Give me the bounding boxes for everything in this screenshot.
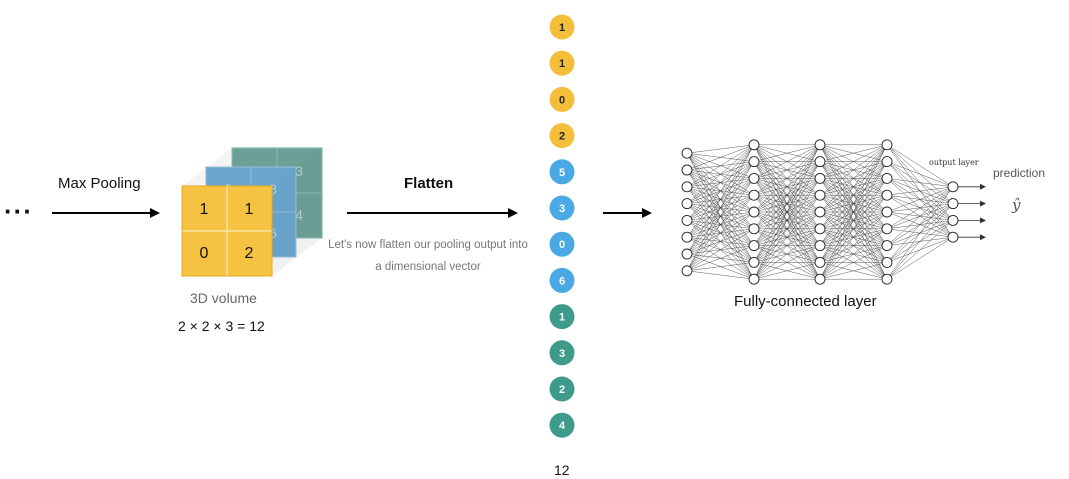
- vector-node: [549, 50, 575, 76]
- fully-connected-network: [681, 139, 986, 285]
- neuron: [681, 198, 693, 210]
- volume-formula: 2 × 2 × 3 = 12: [178, 318, 265, 334]
- neuron: [814, 189, 826, 201]
- front-cell-4: 2: [245, 245, 254, 262]
- vector-node: [549, 123, 575, 149]
- flattened-vector: 1 1 0 2 5 3 0 6 1 3 2 4: [549, 14, 575, 438]
- vector-node: [549, 304, 575, 330]
- vector-value: 5: [559, 167, 565, 179]
- ellipsis: ···: [4, 196, 33, 226]
- vector-node: [549, 340, 575, 366]
- volume-label: 3D volume: [190, 290, 257, 306]
- middle-cell-3: 6: [269, 225, 277, 241]
- vector-value: 0: [559, 239, 565, 251]
- vector-node: [549, 14, 575, 40]
- output-neuron: [947, 181, 959, 193]
- prediction-label: prediction: [993, 166, 1046, 180]
- neuron: [881, 273, 893, 285]
- neuron: [881, 189, 893, 201]
- output-layer-label: output layer: [929, 158, 979, 167]
- neuron: [748, 256, 760, 268]
- vector-value: 4: [559, 420, 566, 432]
- neuron: [748, 172, 760, 184]
- vector-node: [549, 159, 575, 185]
- neuron: [814, 240, 826, 252]
- fully-connected-label: Fully-connected layer: [734, 293, 877, 310]
- vector-value: 1: [559, 22, 565, 34]
- neuron: [881, 206, 893, 218]
- vector-node: [549, 195, 575, 221]
- back-cell-2: 3: [295, 163, 303, 179]
- neuron: [681, 147, 693, 159]
- neuron: [881, 139, 893, 151]
- neuron: [748, 189, 760, 201]
- neuron: [814, 172, 826, 184]
- neuron: [681, 265, 693, 277]
- neuron: [748, 156, 760, 168]
- max-pooling-label: Max Pooling: [58, 175, 141, 192]
- neuron: [748, 139, 760, 151]
- back-cell-3: 4: [295, 207, 303, 223]
- neuron: [681, 181, 693, 193]
- neuron: [748, 223, 760, 235]
- network-connections: [686, 144, 954, 280]
- neuron: [881, 156, 893, 168]
- vector-node: [549, 267, 575, 293]
- vector-value: 0: [559, 94, 565, 106]
- neuron: [748, 240, 760, 252]
- neuron: [681, 214, 693, 226]
- vector-value: 2: [559, 131, 565, 143]
- neuron: [681, 164, 693, 176]
- neuron: [814, 156, 826, 168]
- flatten-description: Let's now flatten our pooling output int…: [328, 239, 528, 273]
- flatten-label: Flatten: [404, 175, 454, 192]
- neuron: [814, 256, 826, 268]
- front-cell-1: 1: [200, 201, 209, 218]
- vector-value: 3: [559, 203, 565, 215]
- neuron: [748, 273, 760, 285]
- vector-node: [549, 376, 575, 402]
- vector-node: [549, 231, 575, 257]
- neuron: [814, 223, 826, 235]
- middle-cell-2: 8: [269, 181, 277, 197]
- vector-value: 3: [559, 348, 565, 360]
- neuron: [881, 256, 893, 268]
- neuron: [681, 231, 693, 243]
- output-neuron: [947, 214, 959, 226]
- prediction-symbol: ŷ: [1012, 196, 1021, 214]
- volume-front-layer: 1 1 0 2: [181, 185, 273, 277]
- neuron: [881, 240, 893, 252]
- vector-value: 1: [559, 58, 565, 70]
- neuron: [814, 273, 826, 285]
- vector-node: [549, 86, 575, 112]
- vector-count: 12: [554, 462, 570, 478]
- vector-node: [549, 412, 575, 438]
- neuron: [881, 223, 893, 235]
- output-neuron: [947, 198, 959, 210]
- front-cell-3: 0: [200, 245, 209, 262]
- neuron: [681, 248, 693, 260]
- vector-value: 1: [559, 312, 565, 324]
- front-cell-2: 1: [245, 201, 254, 218]
- vector-value: 2: [559, 384, 565, 396]
- neuron: [748, 206, 760, 218]
- output-neuron: [947, 231, 959, 243]
- 3d-volume: 1 3 4 5 8 6 1 1 0 2: [181, 147, 323, 277]
- neuron: [814, 206, 826, 218]
- neuron: [881, 172, 893, 184]
- vector-value: 6: [559, 275, 565, 287]
- neuron: [814, 139, 826, 151]
